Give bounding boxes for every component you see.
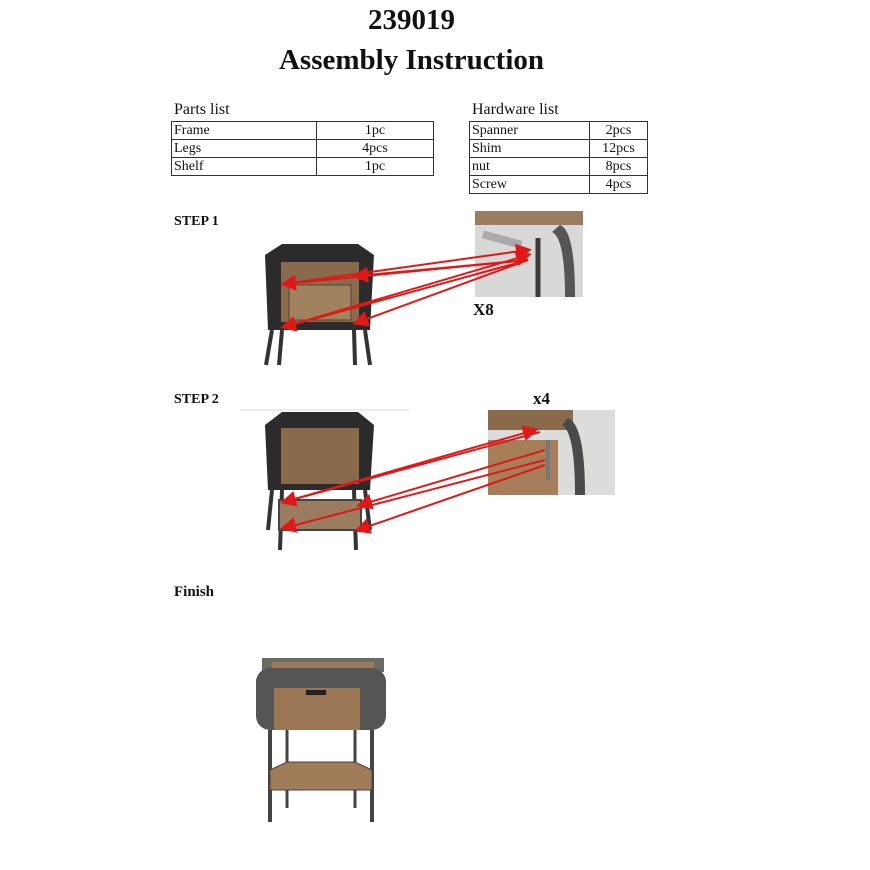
- page-title: Assembly Instruction: [278, 44, 545, 76]
- step-1-detail-photo: [475, 211, 583, 297]
- part-name: Shelf: [171, 157, 317, 176]
- finished-nightstand-illustration: [256, 658, 386, 822]
- finish-label: Finish: [174, 584, 215, 600]
- part-qty: 1pc: [316, 157, 434, 176]
- step-1-multiplier: X8: [473, 300, 494, 319]
- hardware-list-caption: Hardware list: [472, 101, 559, 118]
- step-2-detail-photo: [488, 410, 615, 495]
- step-2-frame-illustration: [240, 409, 410, 551]
- part-qty: 4pcs: [316, 139, 434, 158]
- hardware-qty: 2pcs: [589, 121, 648, 140]
- product-code: 239019: [368, 4, 455, 36]
- step-1-arrows: [280, 243, 532, 332]
- step-2-multiplier: x4: [533, 389, 550, 408]
- hardware-name: Screw: [469, 175, 590, 194]
- step-2-label: STEP 2: [174, 392, 219, 407]
- step-2-arrows: [280, 425, 546, 534]
- parts-list-caption: Parts list: [174, 101, 230, 118]
- step-1-label: STEP 1: [174, 214, 219, 229]
- hardware-qty: 8pcs: [589, 157, 648, 176]
- hardware-qty: 4pcs: [589, 175, 648, 194]
